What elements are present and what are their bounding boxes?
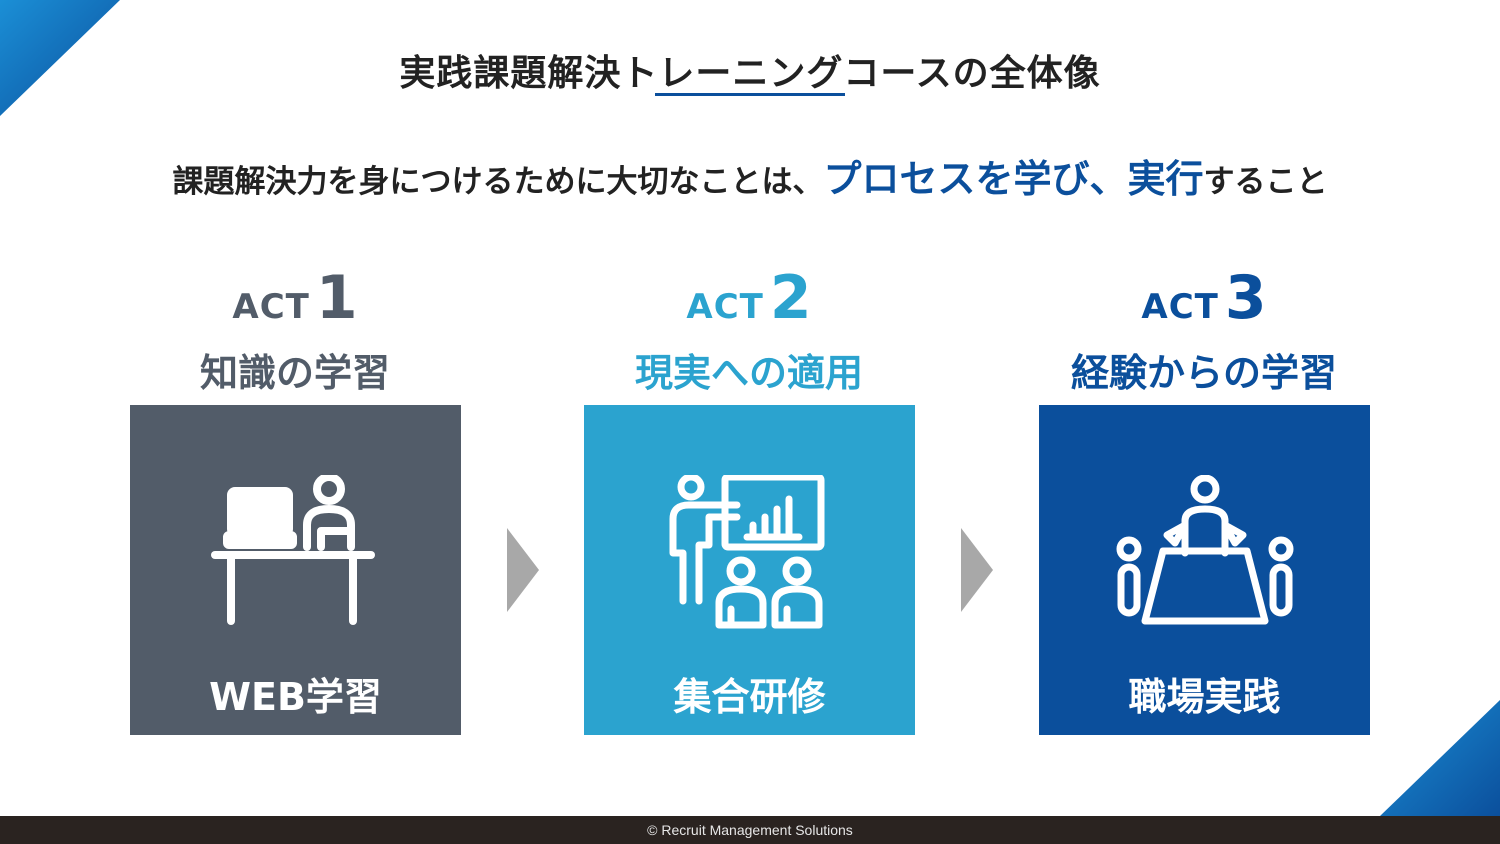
presenter-with-audience-icon [669,475,824,629]
subtitle-prefix: 課題解決力を身につけるために大切なことは、 [172,164,824,200]
act-1-label: ACT [232,287,310,327]
subtitle-emphasis-execute: 実行 [1127,157,1204,201]
act-3-heading: 経験からの学習 [1070,351,1337,395]
arrow-right-icon [961,528,993,612]
act-1-box: WEB学習 [130,405,461,735]
act-2-box: 集合研修 [584,405,915,735]
act-2-box-label: 集合研修 [673,675,826,719]
act-3-box-label: 職場実践 [1128,675,1281,719]
act-3-number: 3 [1224,263,1267,333]
act-1-heading: 知識の学習 [199,351,390,395]
act-2-label: ACT [686,287,764,327]
subtitle-suffix: すること [1203,164,1328,200]
arrow-right-icon [507,528,539,612]
act-1-number: 1 [315,263,358,333]
act-3-box: 職場実践 [1039,405,1370,735]
footer-copyright: © Recruit Management Solutions [0,816,1500,844]
act-1-box-label: WEB学習 [209,675,382,719]
subtitle-emphasis-process: プロセスを学び、 [823,157,1128,201]
title-underline [655,93,845,96]
subtitle: 課題解決力を身につけるために大切なことは、プロセスを学び、実行すること [0,148,1500,203]
meeting-table-icon [1116,475,1293,625]
corner-decoration-bottom-right [1380,700,1500,816]
person-at-desk-computer-icon [210,475,375,625]
act-2-number: 2 [769,263,812,333]
act-3-label: ACT [1141,287,1219,327]
page-title: 実践課題解決トレーニングコースの全体像 [399,53,1101,94]
act-2-heading: 現実への適用 [634,351,863,395]
